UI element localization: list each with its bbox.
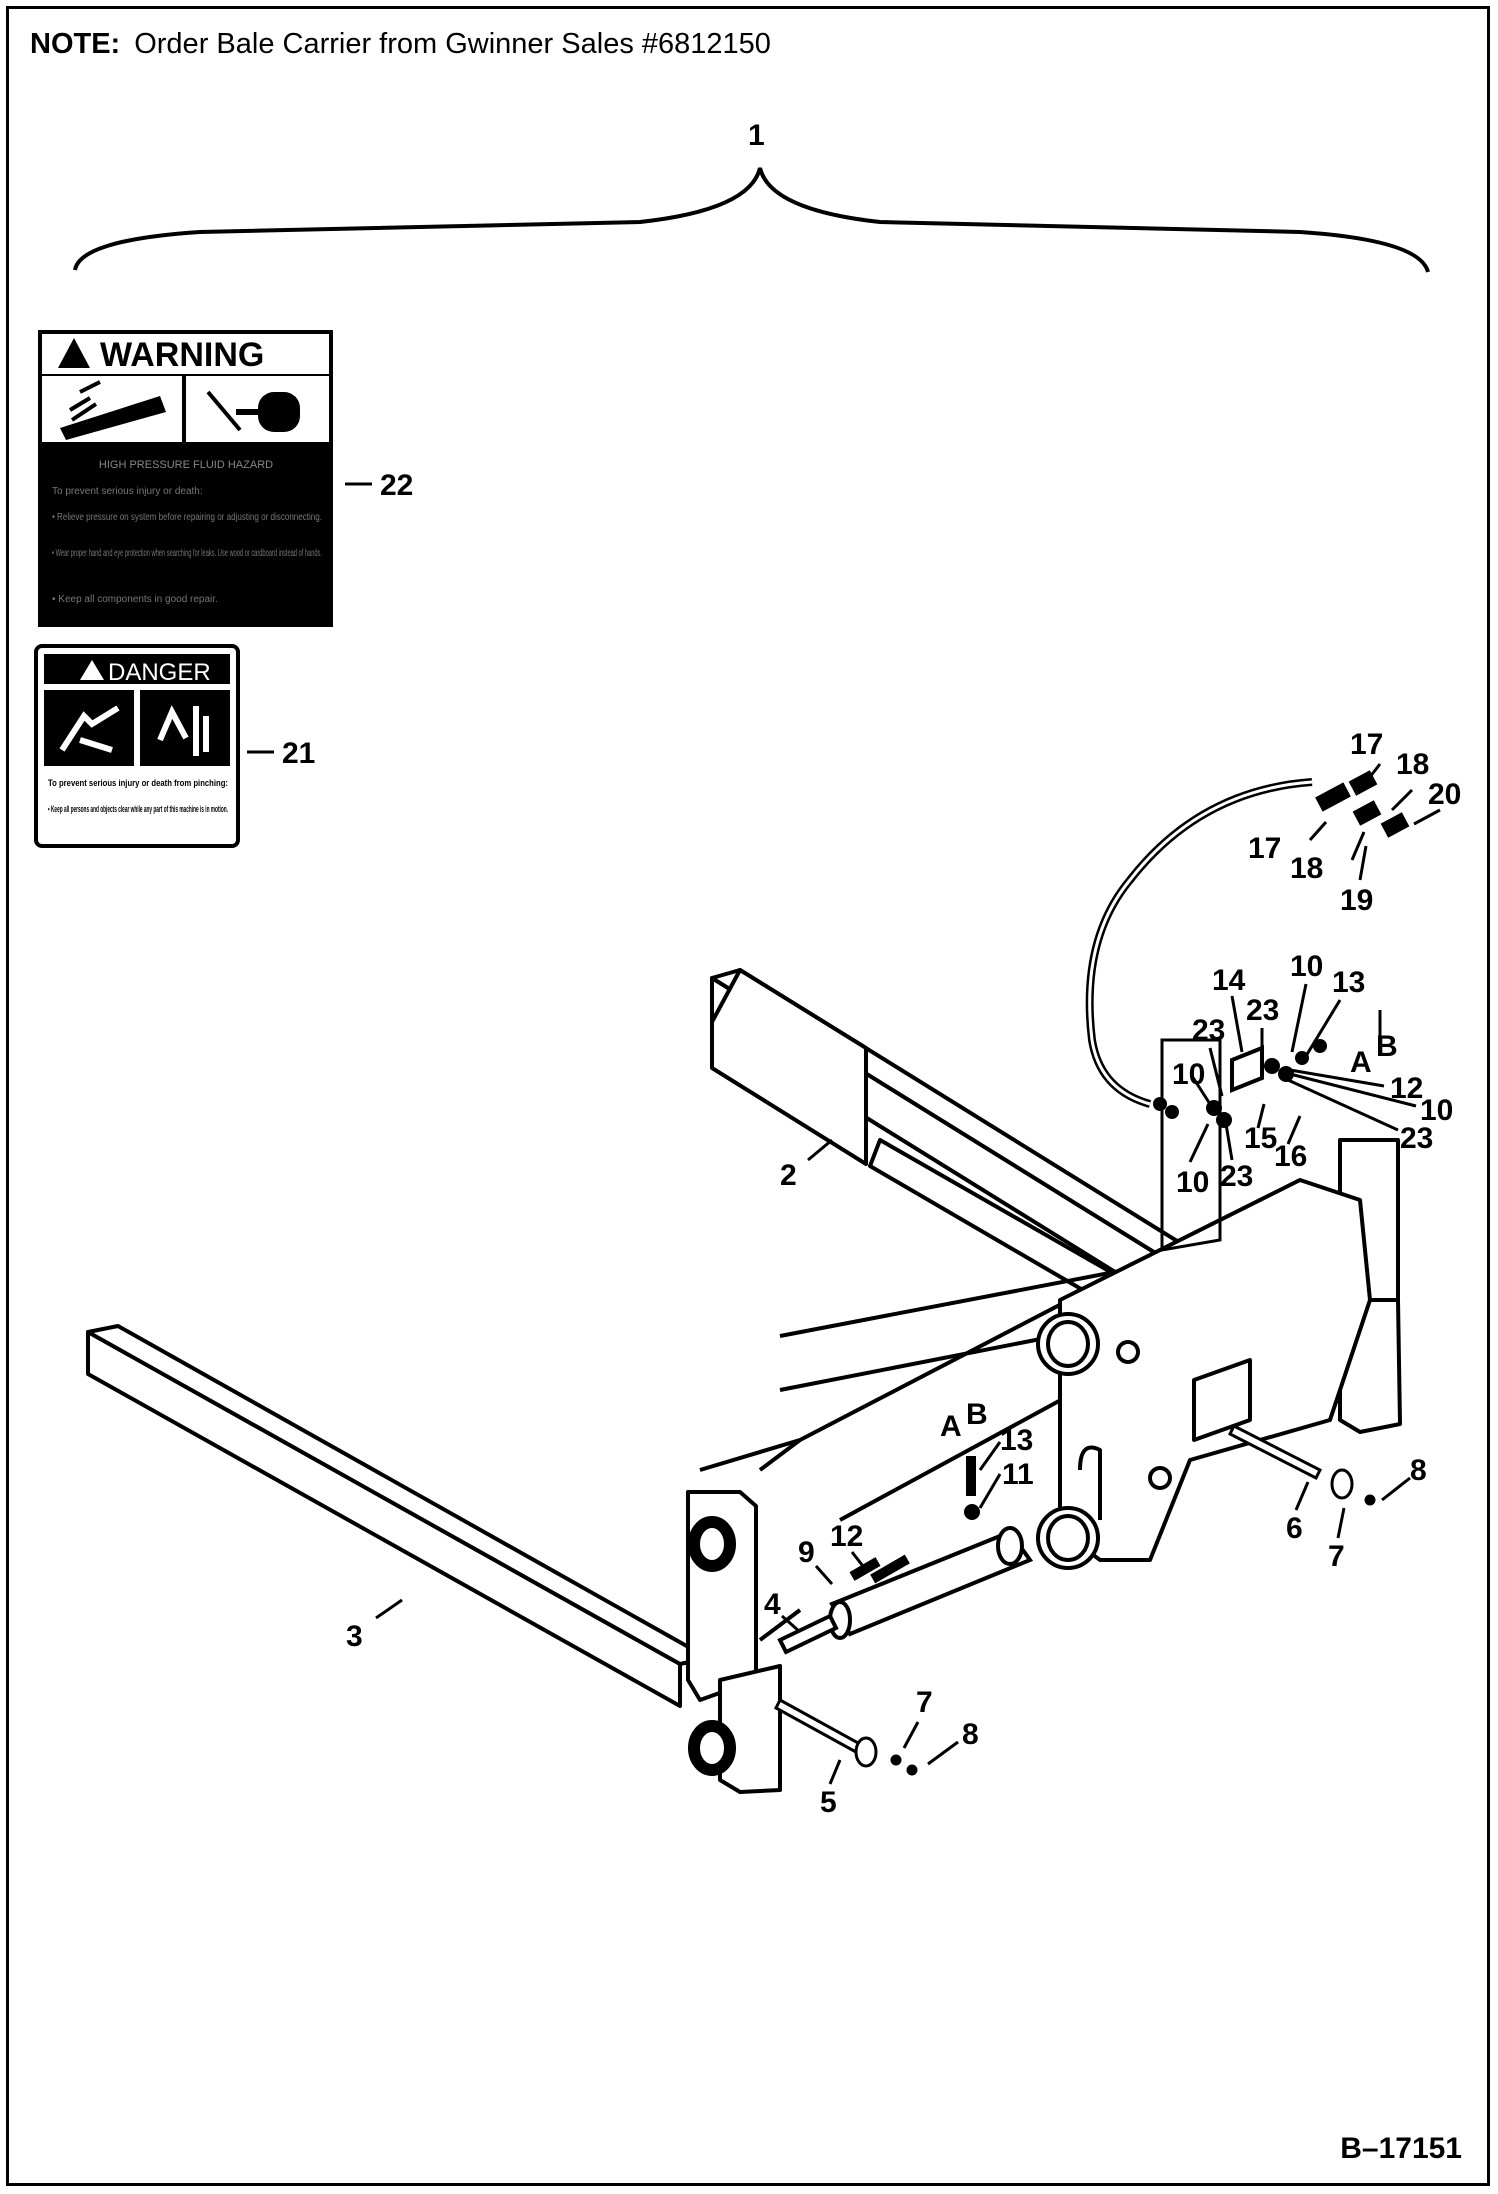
stand-clear-icon: [157, 705, 209, 756]
warning-triangle-icon: [58, 338, 90, 368]
pinch-hazard-icon: [59, 705, 120, 753]
pin-assembly-left: [774, 1697, 918, 1776]
hydraulic-cylinder: [777, 1526, 1034, 1655]
callout-23c: 23: [1400, 1122, 1433, 1155]
order-note: NOTE: Order Bale Carrier from Gwinner Sal…: [30, 28, 771, 61]
note-text: Order Bale Carrier from Gwinner Sales #6…: [134, 28, 771, 60]
callout-10c: 10: [1420, 1094, 1453, 1127]
callout-9: 9: [798, 1536, 815, 1569]
note-label: NOTE:: [30, 28, 121, 60]
callout-8a: 8: [962, 1718, 979, 1751]
callout-13a: 13: [1332, 966, 1365, 999]
valve-block: [1160, 1010, 1382, 1252]
drawing-number: B–17151: [1340, 2132, 1462, 2165]
callout-3: 3: [346, 1620, 363, 1653]
warning-subtitle: HIGH PRESSURE FLUID HAZARD: [99, 459, 273, 471]
warning-line-4: • Keep all components in good repair.: [52, 594, 218, 605]
assembly-brace: [73, 167, 1430, 273]
callout-2: 2: [780, 1159, 797, 1192]
carriage-frame: [1036, 1178, 1372, 1570]
callout-18b: 18: [1290, 852, 1323, 885]
leader-2: [807, 1138, 833, 1162]
callout-21: 21: [282, 737, 315, 770]
hydraulic-hose: [1085, 778, 1313, 1108]
danger-triangle-icon: [80, 660, 104, 680]
callout-10d: 10: [1176, 1166, 1209, 1199]
callout-5: 5: [820, 1786, 837, 1819]
danger-line-1: To prevent serious injury or death from …: [48, 778, 228, 788]
callout-15: 15: [1244, 1122, 1277, 1155]
callout-23a: 23: [1246, 994, 1279, 1027]
leaders-pin-right: [1294, 1476, 1411, 1539]
callout-22: 22: [380, 469, 413, 502]
callout-4: 4: [764, 1588, 781, 1621]
callout-7b: 7: [1328, 1540, 1345, 1573]
callout-13b: 13: [1000, 1424, 1033, 1457]
warning-line-3: • Wear proper hand and eye protection wh…: [52, 548, 322, 559]
leaders-couplers: [1308, 763, 1441, 881]
callout-17b: 17: [1248, 832, 1281, 865]
callout-10a: 10: [1290, 950, 1323, 983]
callout-b2: B: [966, 1398, 988, 1431]
hand-eye-protection-icon: [206, 390, 300, 432]
callout-17a: 17: [1350, 728, 1383, 761]
danger-decal: DANGER To prevent serious injury or deat…: [34, 644, 240, 848]
callout-16: 16: [1274, 1140, 1307, 1173]
leaders-pin-left: [828, 1721, 959, 1785]
callout-18a: 18: [1396, 748, 1429, 781]
callout-20: 20: [1428, 778, 1461, 811]
callout-a2: A: [940, 1410, 962, 1443]
warning-decal: WARNING HIGH PRESSURE FLUID HAZARD To pr…: [38, 330, 333, 627]
high-pressure-spray-icon: [60, 380, 166, 440]
callout-23d: 23: [1220, 1160, 1253, 1193]
callout-10b: 10: [1172, 1058, 1205, 1091]
fork-tine-front: [86, 1324, 710, 1708]
callout-19: 19: [1340, 884, 1373, 917]
leader-4: [781, 1614, 801, 1634]
pin-assembly-right: [1227, 1423, 1376, 1506]
callout-14: 14: [1212, 964, 1246, 997]
danger-heading: DANGER: [108, 659, 211, 686]
danger-line-2: • Keep all persons and objects clear whi…: [48, 804, 228, 814]
callout-a1: A: [1350, 1046, 1372, 1079]
callout-1: 1: [748, 119, 765, 152]
leader-3: [375, 1598, 403, 1620]
callout-23b: 23: [1192, 1014, 1225, 1047]
callout-7a: 7: [916, 1686, 933, 1719]
callout-6: 6: [1286, 1512, 1303, 1545]
leaders-cylinder: [814, 1441, 1002, 1585]
warning-line-1: To prevent serious injury or death:: [52, 486, 203, 497]
fork-tine-rear: [710, 968, 1200, 1308]
warning-heading: WARNING: [100, 336, 264, 374]
callout-11: 11: [1002, 1458, 1034, 1491]
callout-12b: 12: [830, 1520, 863, 1553]
quick-couplers: [1315, 770, 1410, 838]
left-upright: [686, 1490, 782, 1794]
leaders-valve: [1188, 983, 1417, 1163]
drawing-frame: [6, 6, 1490, 2186]
callout-b1: B: [1376, 1030, 1398, 1063]
warning-line-2: • Relieve pressure on system before repa…: [52, 512, 322, 523]
callout-8b: 8: [1410, 1454, 1427, 1487]
